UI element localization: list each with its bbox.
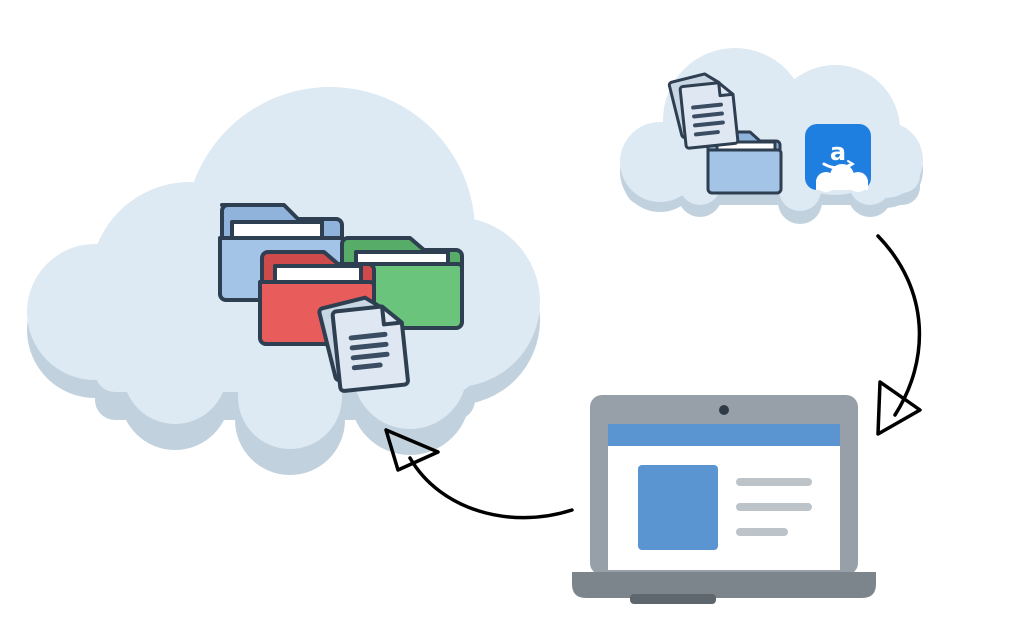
screen-image-placeholder xyxy=(638,465,718,550)
amazon-logo-letter: a xyxy=(830,138,846,166)
curved-arrow-icon xyxy=(384,428,574,520)
screen-header-bar xyxy=(608,424,840,446)
amazon-drive-icon: a xyxy=(805,124,871,192)
screen-text-lines xyxy=(736,478,812,536)
curved-arrow-icon xyxy=(876,234,922,436)
document-icon xyxy=(317,295,410,393)
small-cloud-icon xyxy=(620,48,923,224)
document-icon xyxy=(667,72,740,150)
folder-icon xyxy=(706,130,783,195)
laptop-icon xyxy=(572,395,876,604)
